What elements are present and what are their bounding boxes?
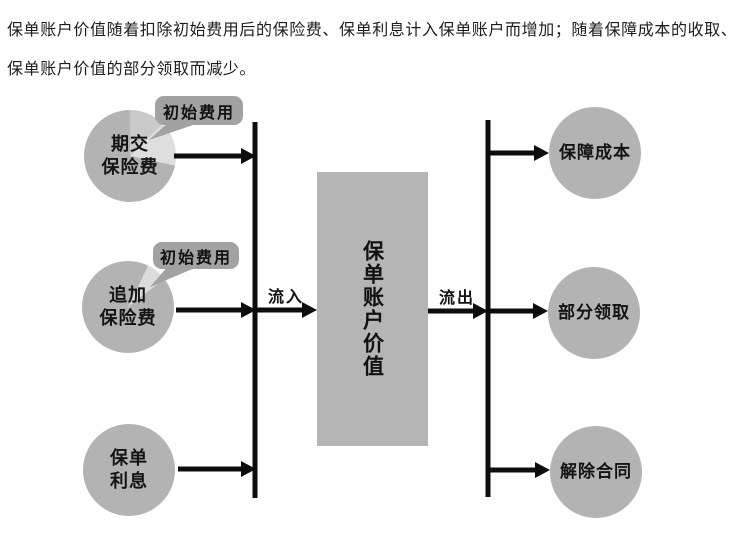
arrow-bus-to-contract-termination <box>488 462 550 478</box>
circle-partial-withdrawal: 部分领取 <box>548 267 640 359</box>
circle-additional-premium: 追加 保险费 <box>82 261 174 353</box>
circle-additional-premium-line2: 保险费 <box>99 308 157 328</box>
arrow-bus-to-partial-withdrawal <box>490 303 548 319</box>
circle-protection-cost-label: 保障成本 <box>559 142 631 162</box>
circle-contract-termination: 解除合同 <box>550 426 642 518</box>
circle-periodic-premium-line2: 保险费 <box>101 157 159 177</box>
circle-policy-interest: 保单 利息 <box>83 424 175 516</box>
circle-contract-termination-label: 解除合同 <box>560 461 632 481</box>
circle-policy-interest-line2: 利息 <box>110 471 148 491</box>
arrow-additional-premium-to-bus <box>176 302 256 318</box>
arrow-bus-to-protection-cost <box>488 145 549 161</box>
arrow-policy-interest-to-bus <box>178 461 256 477</box>
callout-initial-fee-1: 初始费用 <box>155 96 243 125</box>
center-box-policy-account-value: 保单账户价值 <box>317 172 428 446</box>
circle-periodic-premium-line1: 期交 <box>111 133 149 154</box>
circle-additional-premium-line1: 追加 <box>109 284 147 305</box>
callout-initial-fee-1-label: 初始费用 <box>162 104 235 122</box>
arrow-periodic-premium-to-bus <box>174 148 256 164</box>
intro-line-2: 保单账户价值的部分领取而减少。 <box>7 61 257 78</box>
center-box-label: 保单账户价值 <box>360 240 385 378</box>
circle-partial-withdrawal-label: 部分领取 <box>558 302 630 322</box>
circle-policy-interest-line1: 保单 <box>110 447 148 468</box>
callout-initial-fee-2: 初始费用 <box>153 242 239 269</box>
circle-protection-cost: 保障成本 <box>549 107 641 199</box>
flow-in-label: 流入 <box>267 289 304 306</box>
flow-out-label: 流出 <box>438 290 475 307</box>
intro-line-1: 保单账户价值随着扣除初始费用后的保险费、保单利息计入保单账户而增加；随着保障成本… <box>7 22 737 39</box>
callout-initial-fee-2-label: 初始费用 <box>159 249 232 267</box>
